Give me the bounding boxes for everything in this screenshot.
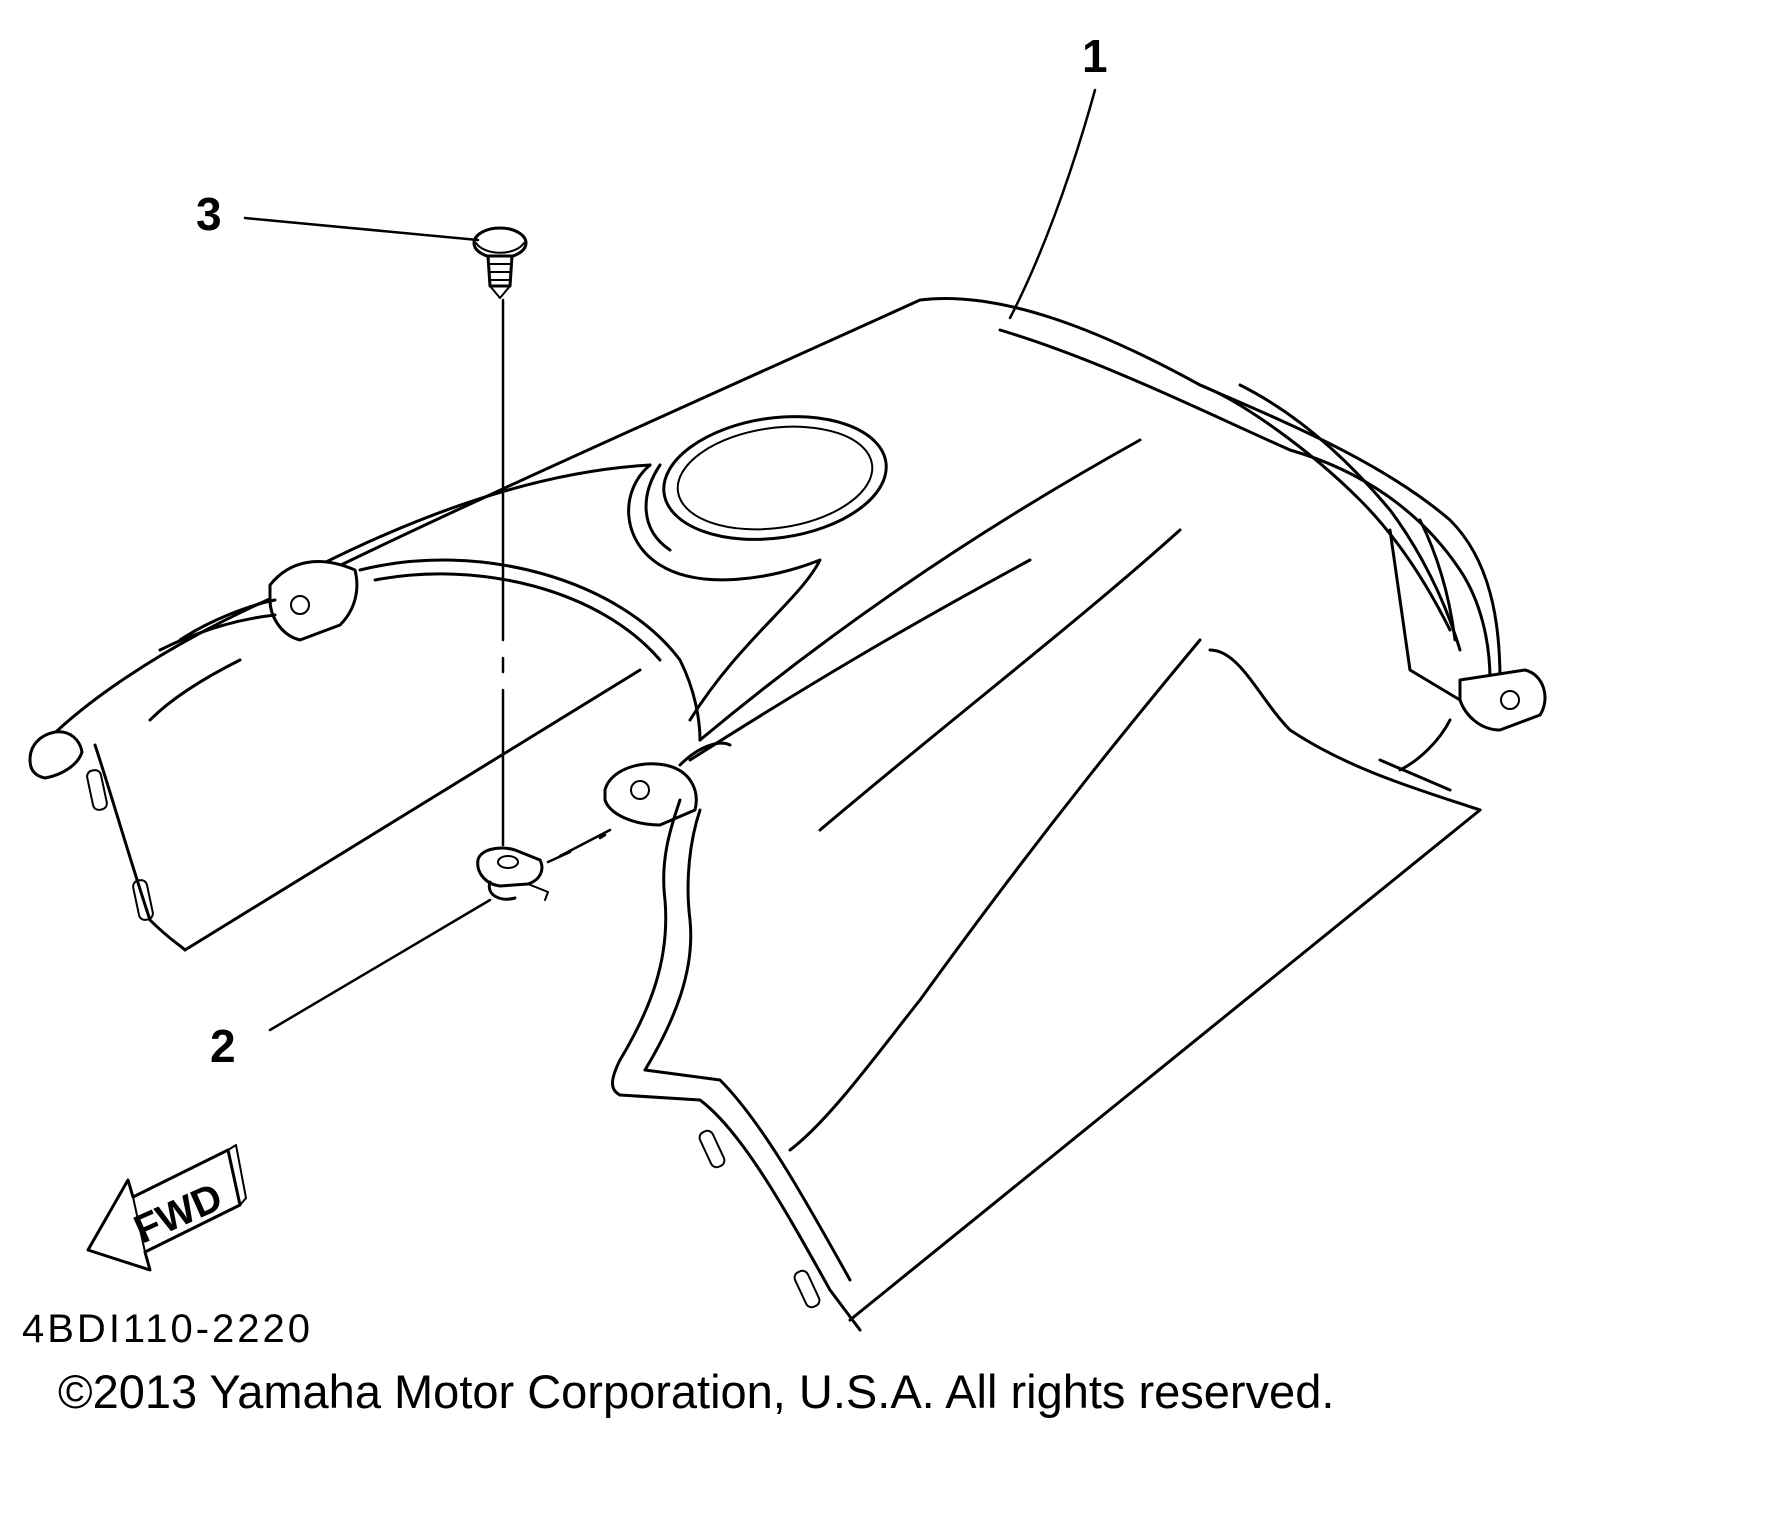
copyright-notice: ©2013 Yamaha Motor Corporation, U.S.A. A… bbox=[58, 1365, 1334, 1418]
mount-axis-line bbox=[598, 833, 607, 840]
callout-2: 2 bbox=[210, 1020, 236, 1072]
leader-line-1 bbox=[1008, 88, 1097, 320]
part-code: 4BDI110-2220 bbox=[22, 1307, 313, 1351]
mount-axis-segment bbox=[558, 828, 612, 858]
callout-1: 1 bbox=[1082, 30, 1108, 82]
leader-line-2 bbox=[268, 898, 492, 1032]
leader-line-3 bbox=[243, 216, 480, 242]
callout-3: 3 bbox=[196, 188, 222, 240]
screw[interactable] bbox=[472, 226, 528, 299]
fwd-arrow: FWD bbox=[86, 1144, 247, 1272]
fuel-tank-cover[interactable] bbox=[28, 296, 1547, 1332]
clip-nut[interactable] bbox=[476, 846, 549, 901]
